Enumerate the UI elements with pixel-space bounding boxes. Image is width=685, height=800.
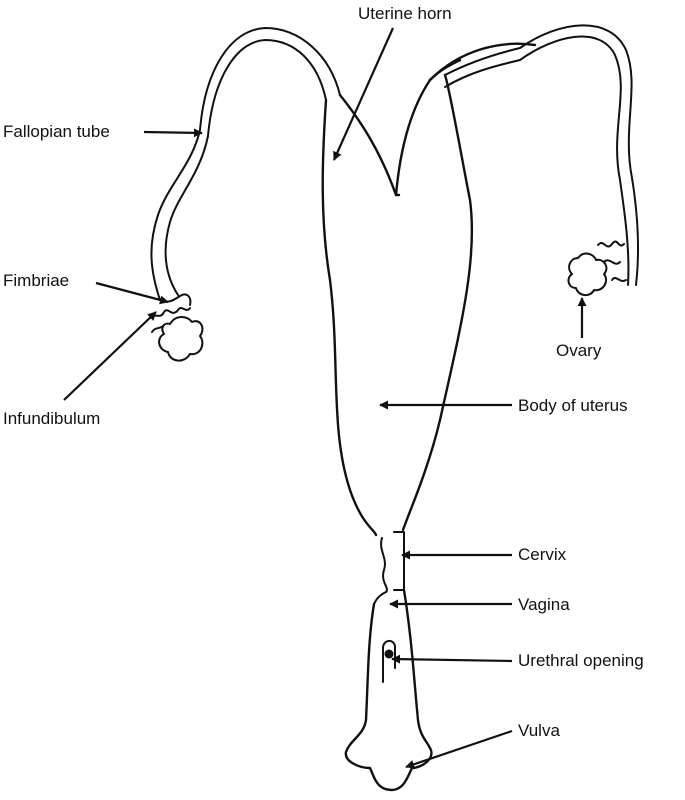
left-ovary bbox=[158, 316, 204, 362]
fallopian-tube-arrow bbox=[143, 128, 203, 138]
label-ovary: Ovary bbox=[556, 341, 602, 360]
label-body-of-uterus: Body of uterus bbox=[518, 396, 628, 415]
label-vulva: Vulva bbox=[518, 721, 560, 740]
label-fimbriae: Fimbriae bbox=[3, 271, 70, 290]
vulva-arrow bbox=[405, 729, 513, 769]
urethral-opening bbox=[382, 640, 396, 683]
cervix bbox=[373, 531, 405, 605]
right-ovary bbox=[567, 252, 608, 296]
label-urethral-opening: Urethral opening bbox=[518, 651, 644, 670]
uterus-outline bbox=[321, 42, 537, 537]
label-fallopian-tube: Fallopian tube bbox=[3, 122, 110, 141]
right-fimbriae bbox=[597, 240, 627, 282]
label-infundibulum: Infundibulum bbox=[3, 409, 101, 428]
urethral-opening-arrow bbox=[391, 654, 513, 664]
label-vagina: Vagina bbox=[518, 595, 570, 614]
label-uterine-horn: Uterine horn bbox=[358, 4, 452, 23]
label-cervix: Cervix bbox=[518, 545, 567, 564]
uterine-horn-arrow bbox=[332, 27, 395, 161]
fimbriae-arrow bbox=[95, 281, 169, 305]
right-fallopian-tube bbox=[444, 24, 640, 286]
infundibulum-arrow bbox=[63, 311, 157, 401]
left-fallopian-tube bbox=[150, 27, 341, 301]
vagina-vulva-outline bbox=[344, 588, 433, 792]
